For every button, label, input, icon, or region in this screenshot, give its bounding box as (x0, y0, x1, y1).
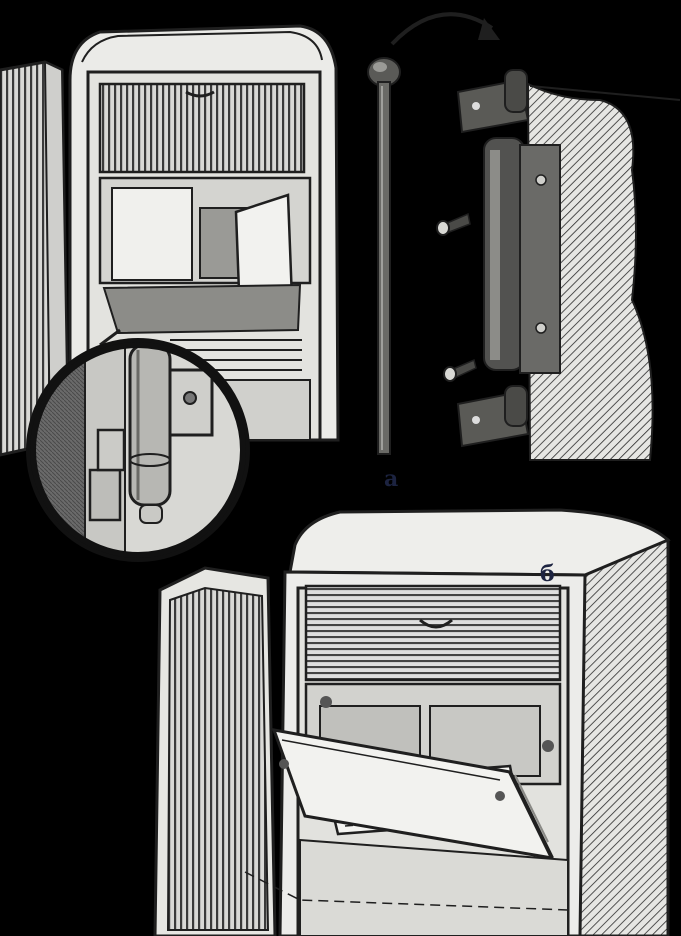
fridge-b-freezer-grille (304, 584, 562, 682)
fridge-a (0, 24, 340, 457)
hinge-pin (367, 57, 401, 455)
fridge-b (153, 508, 671, 936)
fridge-b-top (288, 508, 671, 577)
label-b: б (540, 561, 555, 587)
hinge-assembly (436, 69, 681, 461)
hinge-magnifier (26, 328, 250, 562)
fridge-a-freezer-grille (98, 82, 306, 174)
screw-bottom (443, 358, 477, 382)
screw-top (436, 212, 471, 236)
rotation-arrow (390, 12, 500, 46)
label-a: а (384, 466, 399, 492)
